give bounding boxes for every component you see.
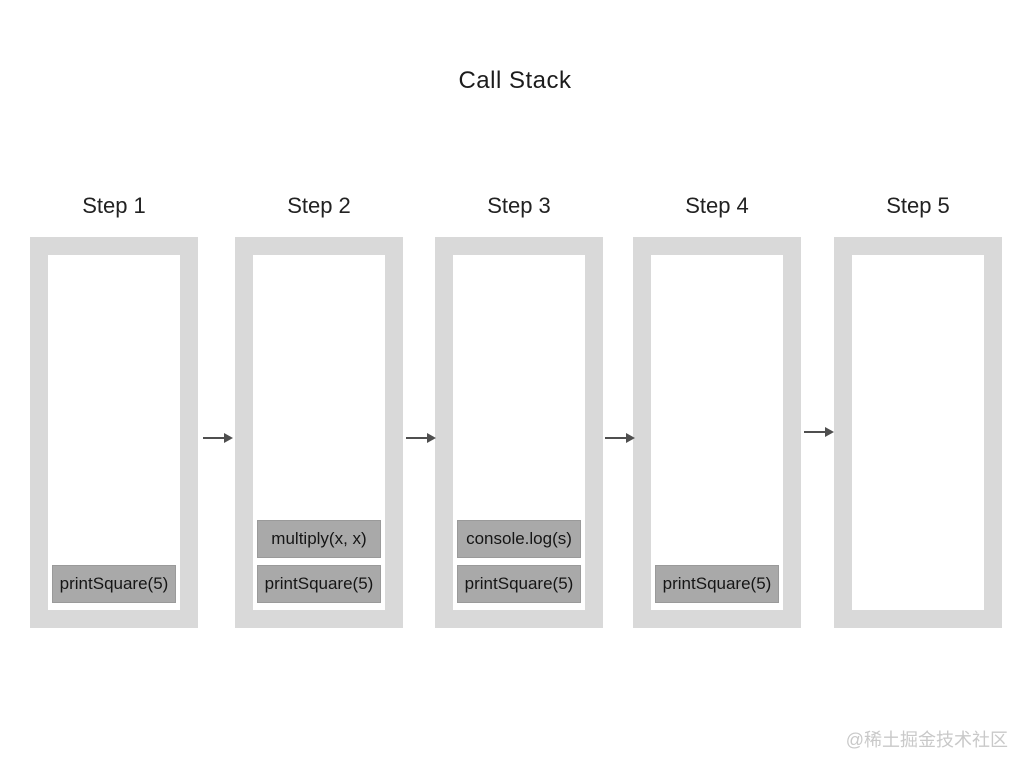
right-arrow-icon: [203, 431, 233, 445]
step-4-label: Step 4: [685, 193, 749, 218]
step-2-label: Step 2: [287, 193, 351, 218]
step-2-stack-interior: multiply(x, x) printSquare(5): [253, 255, 385, 610]
stack-frame: console.log(s): [457, 520, 581, 558]
step-5-stack-interior: [852, 255, 984, 610]
right-arrow-icon: [406, 431, 436, 445]
step-3-stack: console.log(s) printSquare(5): [435, 237, 603, 628]
right-arrow-icon: [804, 425, 834, 439]
step-5-label: Step 5: [886, 193, 950, 218]
stack-frame: printSquare(5): [52, 565, 176, 603]
step-2-stack: multiply(x, x) printSquare(5): [235, 237, 403, 628]
stack-frame: printSquare(5): [655, 565, 779, 603]
step-1-label: Step 1: [82, 193, 146, 218]
right-arrow-icon: [605, 431, 635, 445]
step-1-stack-interior: printSquare(5): [48, 255, 180, 610]
step-3-stack-interior: console.log(s) printSquare(5): [453, 255, 585, 610]
step-4-stack: printSquare(5): [633, 237, 801, 628]
stack-frame: multiply(x, x): [257, 520, 381, 558]
diagram-title: Call Stack: [458, 67, 572, 94]
step-3-label: Step 3: [487, 193, 551, 218]
step-1-stack: printSquare(5): [30, 237, 198, 628]
watermark: @稀土掘金技术社区: [845, 730, 1008, 750]
stack-frame: printSquare(5): [457, 565, 581, 603]
step-4-stack-interior: printSquare(5): [651, 255, 783, 610]
step-5-stack: [834, 237, 1002, 628]
stack-frame: printSquare(5): [257, 565, 381, 603]
